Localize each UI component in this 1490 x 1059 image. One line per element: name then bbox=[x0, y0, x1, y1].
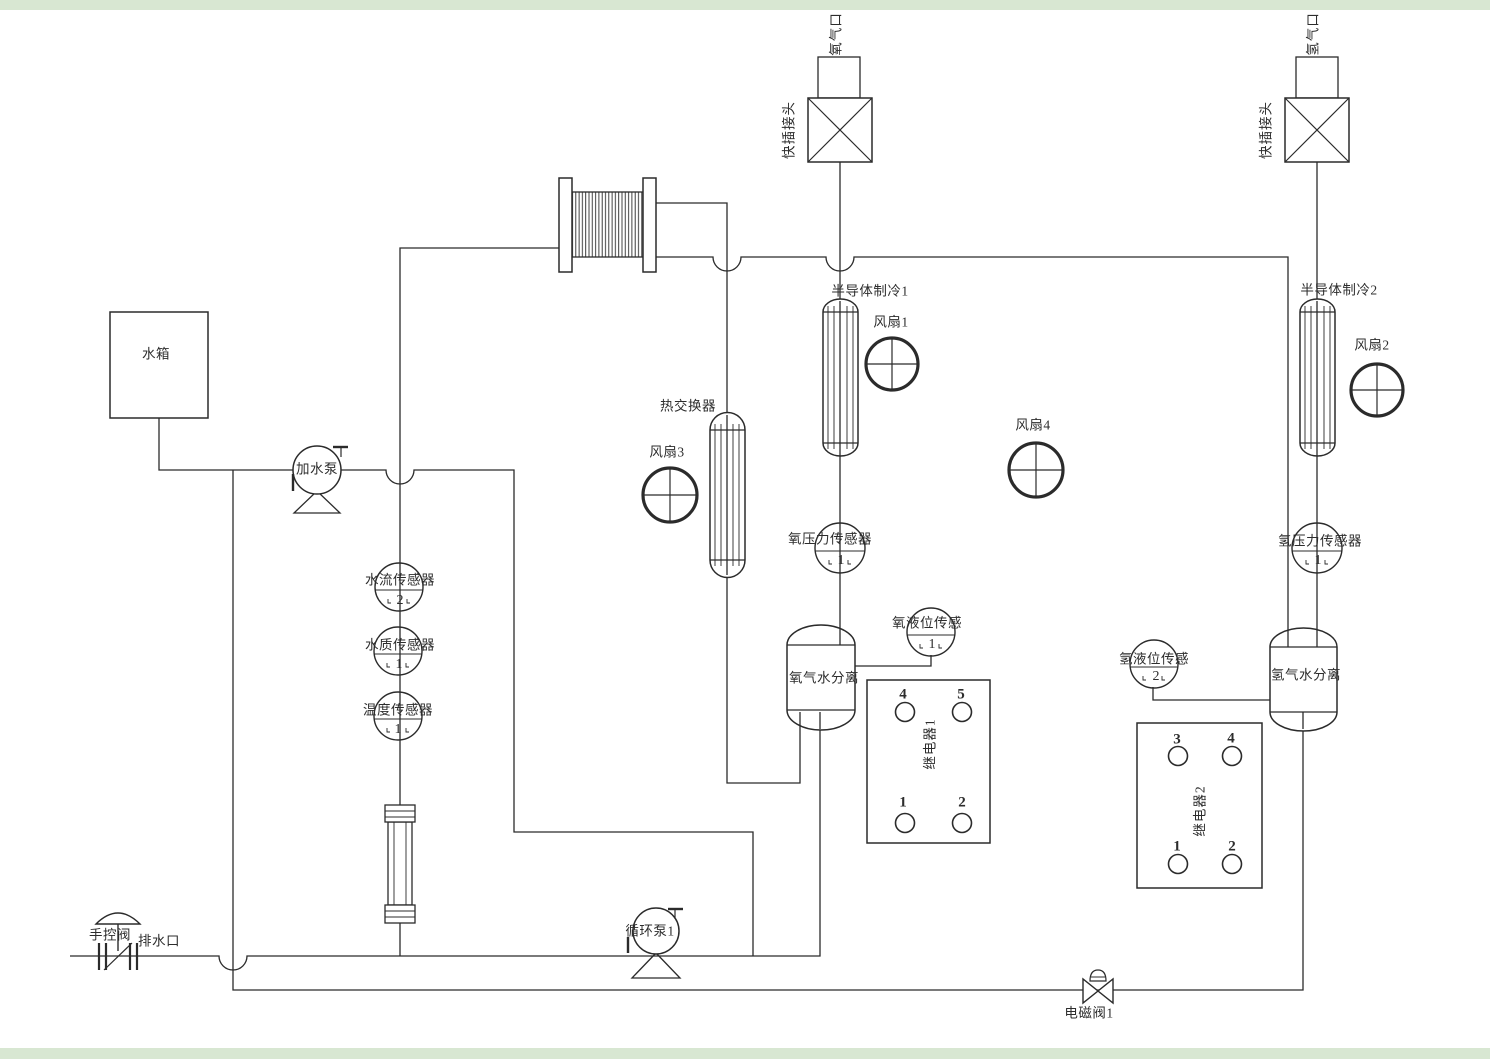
relay1-terminal-label: 5 bbox=[957, 686, 965, 703]
fill-pump bbox=[292, 445, 342, 514]
hydrogen-level-sensor bbox=[1129, 639, 1179, 689]
fill-pump-label: 加水泵 bbox=[296, 461, 338, 477]
electrolyzer-stack bbox=[558, 177, 657, 273]
oxygen-level-value: 1 bbox=[928, 637, 936, 652]
quick-connector-oxygen bbox=[807, 56, 873, 163]
water-quality-sensor bbox=[373, 626, 423, 676]
pipe-pump-discharge bbox=[341, 469, 754, 956]
quick-connector-right-label: 快插接头 bbox=[1258, 101, 1274, 159]
oxygen-pressure-sensor bbox=[814, 522, 866, 574]
hydrogen-separator-label: 氢气水分离 bbox=[1271, 667, 1341, 683]
pipe-oxygen-level-link bbox=[855, 655, 932, 667]
pipe-stubs bbox=[726, 301, 1318, 729]
oxygen-level-sensor bbox=[906, 607, 956, 657]
hydrogen-port-label: 氢气口 bbox=[1305, 12, 1321, 56]
fan1-label: 风扇1 bbox=[873, 314, 909, 330]
solenoid-valve-label: 电磁阀1 bbox=[1064, 1005, 1114, 1021]
cooler2-label: 半导体制冷2 bbox=[1300, 282, 1378, 298]
oxygen-port-label: 氧气口 bbox=[828, 12, 844, 56]
relay2-box bbox=[1136, 722, 1263, 889]
water-tank bbox=[109, 311, 209, 419]
temperature-sensor bbox=[373, 691, 423, 741]
hydrogen-level-label: 氢液位传感 bbox=[1119, 651, 1189, 667]
fan3-label: 风扇3 bbox=[649, 444, 685, 460]
pipe-tank-to-pump bbox=[158, 418, 293, 471]
relay1-terminal-label: 1 bbox=[899, 794, 907, 811]
water-filter bbox=[384, 804, 416, 924]
relay2-terminal-label: 2 bbox=[1228, 838, 1236, 855]
temperature-label: 温度传感器 bbox=[363, 702, 433, 718]
manual-valve-symbol bbox=[94, 912, 142, 971]
relay1-terminal-label: 2 bbox=[958, 794, 966, 811]
top-border-strip bbox=[0, 0, 1490, 10]
drain-port-label: 排水口 bbox=[138, 933, 180, 949]
hydrogen-level-value: 2 bbox=[1152, 669, 1160, 684]
relay2-name-label: 继电器2 bbox=[1192, 785, 1208, 837]
water-flow-sensor bbox=[374, 562, 424, 612]
circulation-pump-ports bbox=[626, 907, 683, 953]
cooler1-label: 半导体制冷1 bbox=[831, 283, 909, 299]
fan3-icon bbox=[641, 466, 699, 524]
instruments bbox=[94, 336, 1405, 1005]
pipe-heat-exchanger-line bbox=[656, 202, 801, 784]
fan4-icon bbox=[1007, 441, 1065, 499]
pipe-hydrogen-level-link bbox=[1152, 687, 1270, 701]
fan4-label: 风扇4 bbox=[1015, 417, 1051, 433]
water-quality-label: 水质传感器 bbox=[365, 637, 435, 653]
hydrogen-pressure-sensor bbox=[1291, 522, 1343, 574]
water-quality-value: 1 bbox=[395, 657, 403, 672]
water-flow-label: 水流传感器 bbox=[365, 572, 435, 588]
oxygen-pressure-value: 1 bbox=[837, 553, 845, 568]
circulation-pump-label: 循环泵1 bbox=[625, 923, 675, 939]
pipe-hydrogen-line bbox=[656, 256, 1289, 628]
hydrogen-separator-vessel bbox=[1269, 627, 1338, 732]
oxygen-separator-label: 氧气水分离 bbox=[789, 670, 859, 686]
quick-connector-left-label: 快插接头 bbox=[781, 101, 797, 159]
pipe-bottom-loop bbox=[232, 470, 1304, 991]
water-tank-label: 水箱 bbox=[142, 346, 170, 362]
hydrogen-pressure-label: 氢压力传感器 bbox=[1278, 533, 1362, 549]
hydrogen-pressure-value: 1 bbox=[1314, 553, 1322, 568]
heat-exchanger-label: 热交换器 bbox=[660, 398, 716, 414]
fill-pump-ports bbox=[291, 445, 348, 491]
relay1-terminal-label: 4 bbox=[899, 686, 907, 703]
temperature-value: 1 bbox=[394, 722, 402, 737]
circulation-pump bbox=[630, 907, 682, 979]
relay1-name-label: 继电器1 bbox=[922, 718, 938, 770]
fan2-icon bbox=[1349, 362, 1405, 418]
solenoid-valve-symbol bbox=[1082, 969, 1114, 1005]
relay2-terminal-label: 3 bbox=[1173, 731, 1181, 748]
manual-valve-label: 手控阀 bbox=[89, 927, 131, 943]
relay2-terminal-label: 1 bbox=[1173, 838, 1181, 855]
fan1-icon bbox=[864, 336, 920, 392]
relay2-terminal-label: 4 bbox=[1227, 730, 1235, 747]
quick-connector-hydrogen bbox=[1284, 56, 1350, 163]
pipe-lines bbox=[70, 162, 1318, 991]
equipment bbox=[109, 56, 1350, 979]
oxygen-pressure-label: 氧压力传感器 bbox=[788, 531, 872, 547]
water-flow-value: 2 bbox=[396, 593, 404, 608]
fan2-label: 风扇2 bbox=[1354, 337, 1390, 353]
pipe-sensor-line bbox=[399, 247, 560, 956]
relay1-box bbox=[866, 679, 991, 844]
oxygen-level-label: 氧液位传感 bbox=[892, 615, 962, 631]
bottom-border-strip bbox=[0, 1048, 1490, 1059]
pipe-drain-line bbox=[70, 729, 821, 971]
